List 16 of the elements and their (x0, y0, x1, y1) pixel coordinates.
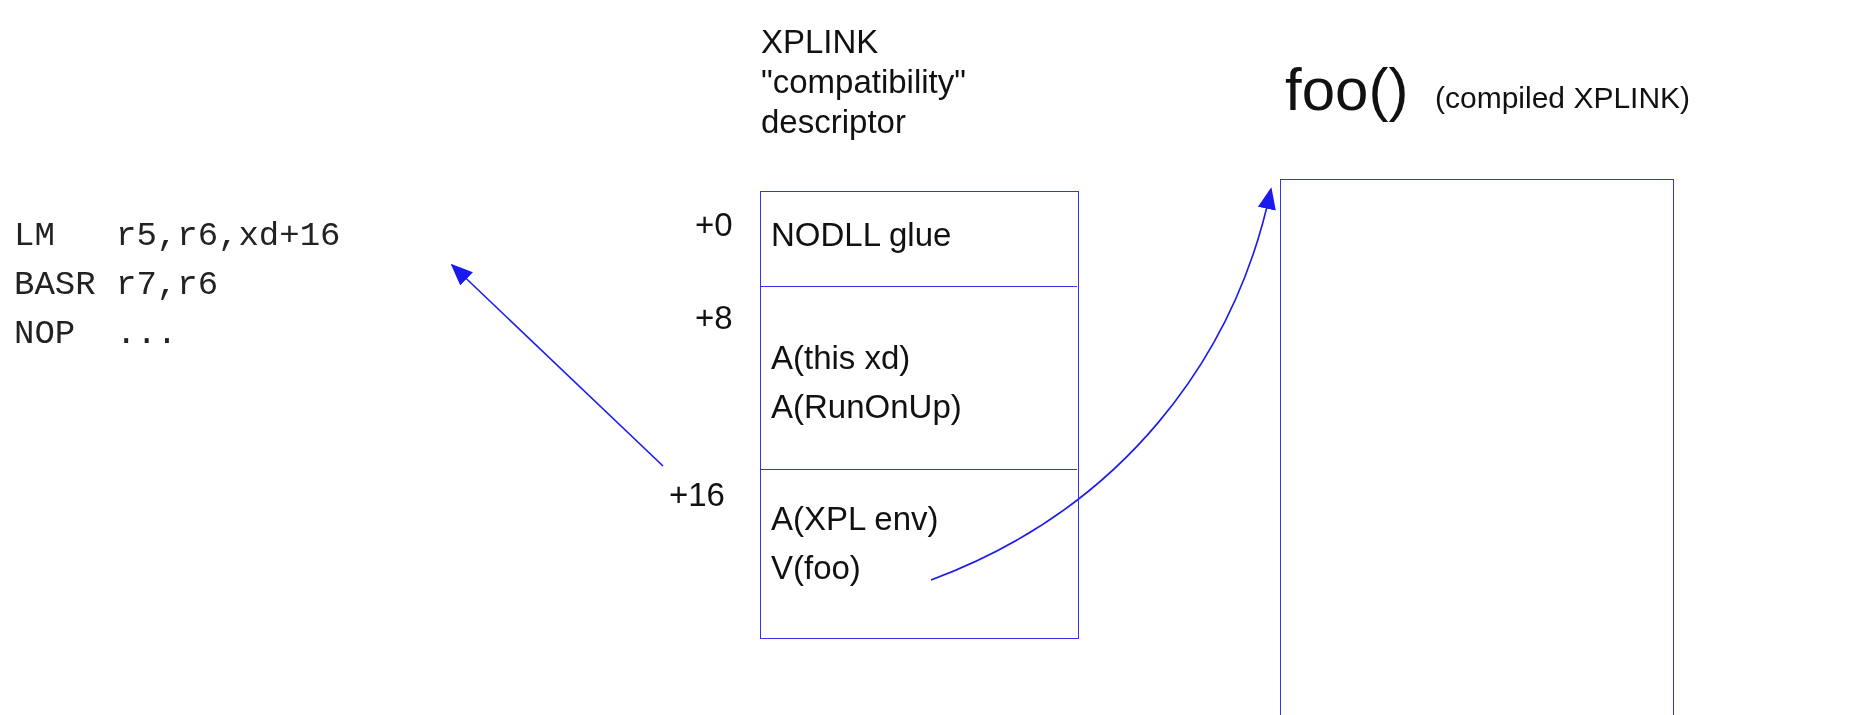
code-line: BASR r7,r6 (14, 265, 220, 306)
code-line: LM r5,r6,xd+16 (14, 216, 342, 257)
offset-label: +0 (695, 206, 733, 244)
offset-label: +16 (669, 476, 725, 514)
function-name: foo() (1285, 58, 1409, 122)
entry-text: V(foo) (771, 548, 862, 588)
code-line: NOP ... (14, 314, 179, 355)
arrow (930, 187, 1275, 581)
function-note: (compiled XPLINK) (1435, 80, 1691, 116)
entry-text: A(RunOnUp) (771, 387, 963, 427)
offset-label: +8 (695, 299, 733, 337)
descriptor-heading: XPLINK "compatibility" descriptor (761, 22, 967, 142)
entry-text: NODLL glue (771, 215, 953, 255)
entry-text: A(XPL env) (771, 499, 940, 539)
arrow (450, 263, 664, 467)
entry-text: A(this xd) (771, 338, 912, 378)
